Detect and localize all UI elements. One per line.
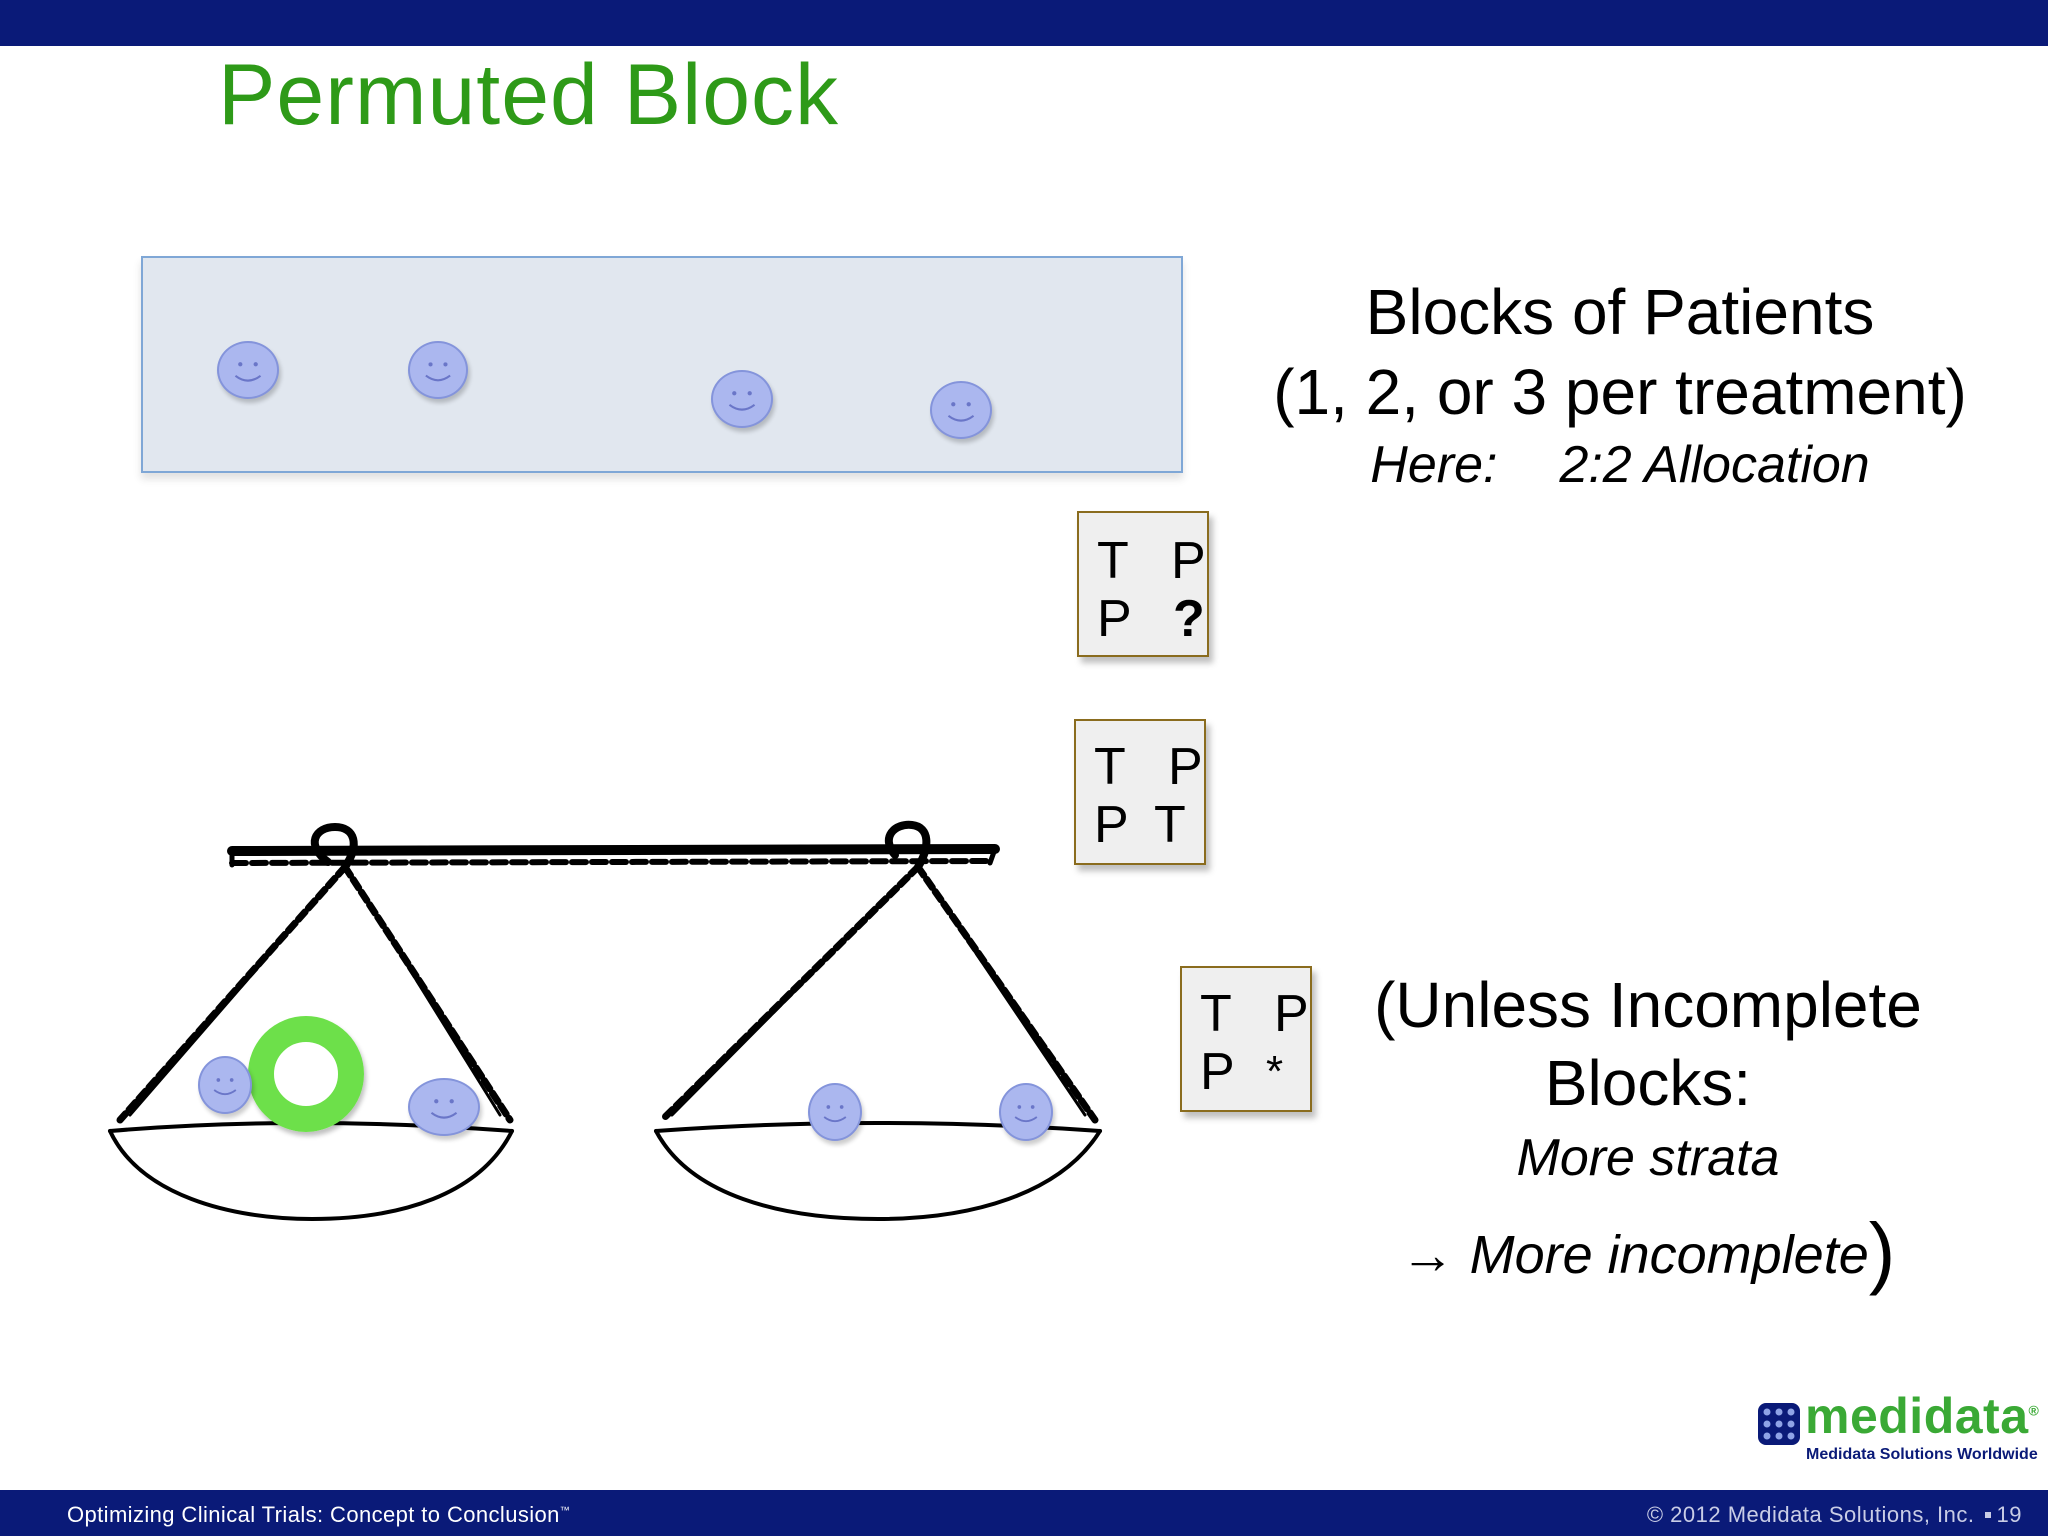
block-cell: T: [1097, 532, 1129, 590]
logo-tagline: Medidata Solutions Worldwide: [1806, 1446, 2038, 1463]
smiley-face-icon: [217, 341, 279, 399]
smiley-face-icon: [408, 341, 468, 399]
unless-line-3: More strata: [1516, 1129, 1780, 1187]
smiley-face-icon: [408, 1078, 480, 1136]
slide-title: Permuted Block: [218, 47, 840, 143]
smiley-face-icon: [999, 1083, 1053, 1141]
smiley-face-icon: [930, 381, 992, 439]
patient-block-box: [141, 256, 1183, 473]
footer-bar: Optimizing Clinical Trials: Concept to C…: [0, 1490, 2048, 1536]
block-cell: *: [1266, 1047, 1284, 1096]
medidata-dots-icon: [1758, 1403, 1800, 1445]
header-bar: [0, 0, 2048, 46]
footer-copyright: © 2012 Medidata Solutions, Inc. 19: [1647, 1502, 2022, 1528]
allocation-prefix: Here:: [1370, 436, 1498, 494]
unless-line-2: Blocks:: [1544, 1047, 1752, 1119]
block-cell: P: [1094, 796, 1129, 854]
green-ring-icon: [248, 1016, 364, 1132]
allocation-block-3: T P P *: [1180, 966, 1312, 1112]
unless-line-4: → More incomplete): [1240, 1206, 2048, 1298]
block-cell: T: [1154, 796, 1186, 854]
block-cell: P: [1171, 532, 1206, 590]
allocation-block-2: T P P T: [1074, 719, 1206, 865]
blocks-heading: Blocks of Patients: [1365, 276, 1875, 348]
block-cell: ?: [1173, 590, 1205, 648]
block-cell: T: [1200, 985, 1232, 1043]
block-cell: P: [1168, 738, 1203, 796]
smiley-face-icon: [711, 370, 773, 428]
block-cell: T: [1094, 738, 1126, 796]
block-cell: P: [1097, 590, 1132, 648]
unless-line-4-text: → More incomplete: [1400, 1225, 1869, 1285]
smiley-face-icon: [808, 1083, 862, 1141]
trademark-mark: ™: [559, 1505, 571, 1517]
unless-close-paren: ): [1868, 1207, 1896, 1296]
separator-square: [1984, 1512, 1991, 1518]
allocation-line: Here: 2:2 Allocation: [1180, 435, 2048, 495]
page-number: 19: [1996, 1502, 2022, 1527]
blocks-range: (1, 2, or 3 per treatment): [1273, 356, 1967, 428]
logo-wordmark: medidata®: [1805, 1391, 2039, 1441]
copyright-text: © 2012 Medidata Solutions, Inc.: [1646, 1502, 1975, 1527]
medidata-logo: medidata® Medidata Solutions Worldwide: [1758, 1391, 2039, 1466]
allocation-block-1: T P P ?: [1077, 511, 1209, 657]
unless-line-1: (Unless Incomplete: [1374, 969, 1922, 1041]
block-cell: P: [1274, 985, 1309, 1043]
smiley-face-icon: [198, 1056, 252, 1114]
balance-scale-drawing: [108, 820, 1102, 1222]
logo-registered-mark: ®: [2028, 1402, 2040, 1419]
footer-course-title: Optimizing Clinical Trials: Concept to C…: [67, 1502, 570, 1528]
block-cell: P: [1200, 1043, 1235, 1101]
footer-course-text: Optimizing Clinical Trials: Concept to C…: [67, 1502, 560, 1527]
allocation-value: 2:2 Allocation: [1559, 436, 1870, 494]
logo-wordmark-text: medidata: [1805, 1388, 2029, 1444]
